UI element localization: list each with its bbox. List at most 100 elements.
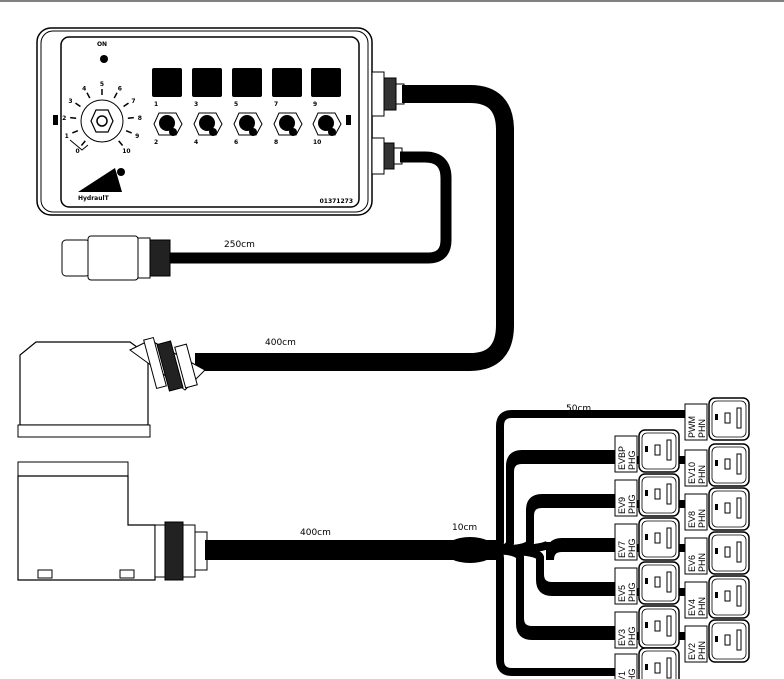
power-label: ON (97, 41, 107, 48)
dial-tick (118, 140, 124, 146)
switch-number-top: 5 (234, 101, 238, 108)
dial-tick (80, 140, 86, 146)
switch-number-top: 9 (313, 101, 317, 108)
dial-mark: 3 (68, 98, 72, 105)
cable-gland-upper (371, 71, 405, 117)
part-number: 01371273 (320, 198, 353, 205)
cable-gland-lower (371, 137, 403, 175)
connector-type: PHN (697, 419, 707, 438)
connector-type: PHG (627, 538, 637, 558)
dial-tick (86, 92, 91, 99)
connector-type: PHN (697, 553, 707, 572)
branch-wire (489, 546, 615, 676)
dial-mark: 5 (100, 81, 104, 88)
channel-display (232, 68, 262, 97)
connector-name: EV3 (617, 629, 627, 646)
dial-mark: 0 (75, 148, 79, 155)
valve-connectors: EVBPPHGEV9PHGEV7PHGEV5PHGEV3PHGEV1PHGPWM… (614, 397, 750, 679)
switch-number-bottom: 2 (154, 139, 158, 146)
upper-heavy-connector (17, 336, 206, 438)
control-box: ON 0 1 2 3 4 5 6 7 8 9 10 1 2 3 4 5 6 7 8 9 10 HydraulT 013… (36, 27, 373, 216)
dial-tick (70, 116, 77, 120)
dial-scale: 0 1 2 3 4 5 6 7 8 9 10 (62, 81, 142, 155)
connector-name: EV2 (687, 643, 697, 660)
lower-heavy-connector (17, 461, 208, 581)
connector-type: PHG (627, 494, 637, 514)
dial-tick (72, 130, 79, 134)
dial-tick (113, 92, 118, 99)
switch-number-top: 1 (154, 101, 158, 108)
potentiometer-dial[interactable] (69, 99, 124, 151)
toggle-switch[interactable] (233, 112, 263, 136)
connector-type: PHG (627, 450, 637, 470)
connector-type: PHG (627, 626, 637, 646)
lower-cable-length: 400cm (300, 528, 331, 538)
connector-type: PHN (697, 597, 707, 616)
switch-number-top: 3 (194, 101, 198, 108)
svg-text:HydraulT: HydraulT (78, 195, 110, 202)
dial-mark: 9 (135, 133, 139, 140)
dial-tick (127, 116, 134, 120)
upper-cable-length: 400cm (265, 338, 296, 348)
power-led-icon (100, 55, 108, 63)
dial-mark: 8 (138, 115, 142, 122)
brand-logo: HydraulT (78, 168, 125, 202)
connector-name: EV5 (617, 585, 627, 602)
branch-harness (489, 410, 685, 676)
dial-mark: 10 (122, 148, 130, 155)
sensor-cable-length: 250cm (224, 240, 255, 250)
toggle-switch[interactable] (153, 112, 183, 136)
channel-display (311, 68, 341, 97)
cable-splitter (444, 537, 496, 563)
branch-length: 50cm (566, 404, 591, 414)
connector-name: EV4 (687, 599, 697, 616)
dial-mark: 1 (65, 133, 69, 140)
connector-ev1: EV1PHG (614, 647, 680, 679)
dial-mark: 2 (62, 115, 66, 122)
connector-name: PWM (687, 416, 697, 438)
toggle-switch[interactable] (312, 112, 342, 136)
dial-mark: 7 (131, 98, 135, 105)
connector-name: EV9 (617, 497, 627, 514)
toggle-switch[interactable] (193, 112, 223, 136)
toggle-switch[interactable] (273, 112, 303, 136)
switch-number-bottom: 8 (274, 139, 278, 146)
channel-display (192, 68, 222, 97)
display-row: 1 2 3 4 5 6 7 8 9 10 (152, 68, 342, 146)
dial-tick (125, 130, 132, 134)
dial-tick (123, 102, 129, 108)
dial-tick (75, 102, 81, 108)
connector-name: EV10 (687, 462, 697, 484)
dial-mark: 6 (118, 85, 122, 92)
channel-display (272, 68, 302, 97)
connector-type: PHN (697, 509, 707, 528)
switch-number-top: 7 (274, 101, 278, 108)
split-length: 10cm (452, 523, 477, 533)
connector-type: PHG (627, 668, 637, 679)
switch-number-bottom: 6 (234, 139, 238, 146)
sensor-connector (61, 235, 171, 281)
connector-name: EV8 (687, 511, 697, 528)
channel-display (152, 68, 182, 97)
switch-number-bottom: 10 (313, 139, 321, 146)
connector-type: PHN (697, 465, 707, 484)
dial-mark: 4 (82, 85, 86, 92)
sensor-cable (170, 151, 452, 264)
switch-number-bottom: 4 (194, 139, 198, 146)
upper-main-cable (195, 85, 514, 371)
connector-type: PHG (627, 582, 637, 602)
connector-name: EVBP (617, 446, 627, 470)
connector-name: EV6 (687, 555, 697, 572)
branch-wire (489, 540, 685, 561)
